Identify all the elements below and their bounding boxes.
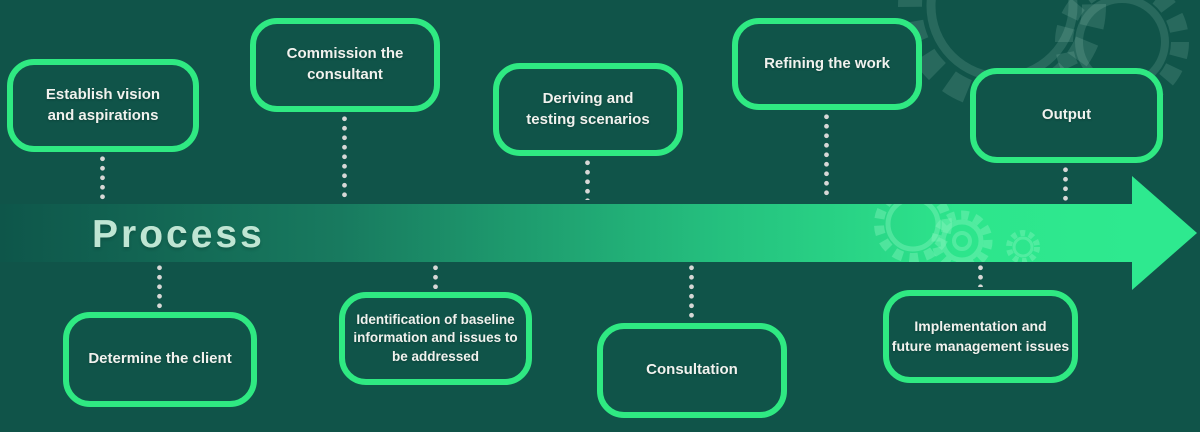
step-label: Establish vision and aspirations: [45, 85, 161, 124]
step-label: Consultation: [646, 361, 738, 379]
process-arrow-label: Process: [92, 213, 265, 256]
step-label: Output: [1041, 106, 1092, 124]
step-label: Determine the client: [88, 350, 232, 368]
gear-icon: [874, 204, 952, 262]
connector-dotted-line: [100, 154, 105, 200]
gear-icon: [1006, 230, 1040, 262]
connector-dotted-line: [157, 263, 162, 309]
process-arrow-shaft: [0, 204, 1132, 262]
connector-dotted-line: [1063, 165, 1068, 201]
connector-dotted-line: [824, 112, 829, 200]
step-box-identification-baseline: Identification of baseline information a…: [339, 292, 532, 385]
connector-dotted-line: [342, 114, 347, 200]
step-box-commission-consultant: Commission the consultant: [250, 18, 440, 112]
step-label: Refining the work: [764, 54, 890, 72]
process-arrow-head: [1132, 176, 1197, 290]
step-label: Implementation and future management iss…: [891, 318, 1070, 354]
step-label: Identification of baseline information a…: [353, 311, 518, 364]
connector-dotted-line: [433, 263, 438, 289]
step-box-consultation: Consultation: [597, 323, 787, 418]
step-box-refining-work: Refining the work: [732, 18, 922, 110]
connector-dotted-line: [585, 158, 590, 200]
step-label: Commission the consultant: [286, 45, 404, 83]
gear-icon: [931, 210, 993, 262]
connector-dotted-line: [978, 263, 983, 287]
step-box-deriving-testing-scenarios: Deriving and testing scenarios: [493, 63, 683, 156]
step-box-determine-client: Determine the client: [63, 312, 257, 407]
arrow-gear-decor: [874, 204, 1040, 262]
step-box-output: Output: [970, 68, 1163, 163]
step-box-implementation-future: Implementation and future management iss…: [883, 290, 1078, 383]
step-label: Deriving and testing scenarios: [526, 89, 650, 128]
step-box-establish-vision: Establish vision and aspirations: [7, 59, 199, 152]
connector-dotted-line: [689, 263, 694, 320]
